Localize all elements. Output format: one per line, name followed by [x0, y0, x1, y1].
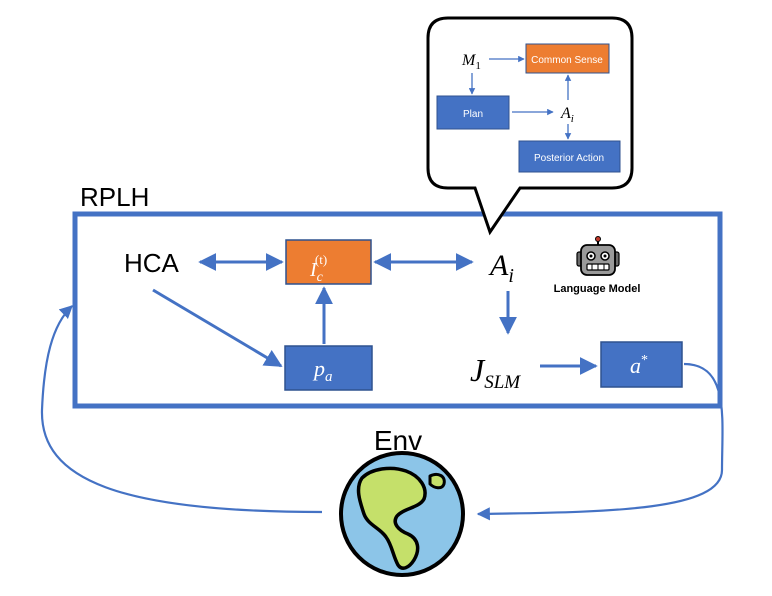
earth-icon [339, 451, 465, 577]
bubble-ai: Ai [560, 105, 574, 125]
plan-label: Plan [463, 109, 483, 120]
jslm-label: JSLM [470, 352, 521, 393]
rplh-title: RPLH [80, 182, 149, 212]
pa-label: pa [312, 356, 333, 385]
arrow-hca-to-pa [152, 288, 283, 368]
posterior-action-box [518, 140, 621, 173]
env-label: Env [374, 425, 422, 456]
ai-label: Ai [488, 249, 514, 287]
interaction-box [285, 239, 372, 285]
interaction-label: Ic(t) [309, 252, 327, 285]
language-model-label: Language Model [554, 283, 641, 295]
pa-box [284, 345, 373, 391]
astar-box [600, 341, 683, 388]
posterior-action-label: Posterior Action [534, 153, 604, 164]
common-sense-label: Common Sense [531, 55, 603, 66]
robot-icon [576, 236, 620, 276]
arrow-env-to-rplh [40, 305, 323, 514]
bubble-m1: M1 [461, 52, 481, 72]
hca-label: HCA [124, 248, 180, 278]
plan-box [436, 95, 510, 130]
common-sense-box [525, 43, 610, 74]
rplh-frame [72, 211, 723, 409]
arrow-astar-to-env [476, 362, 724, 521]
astar-label: a* [630, 353, 648, 378]
